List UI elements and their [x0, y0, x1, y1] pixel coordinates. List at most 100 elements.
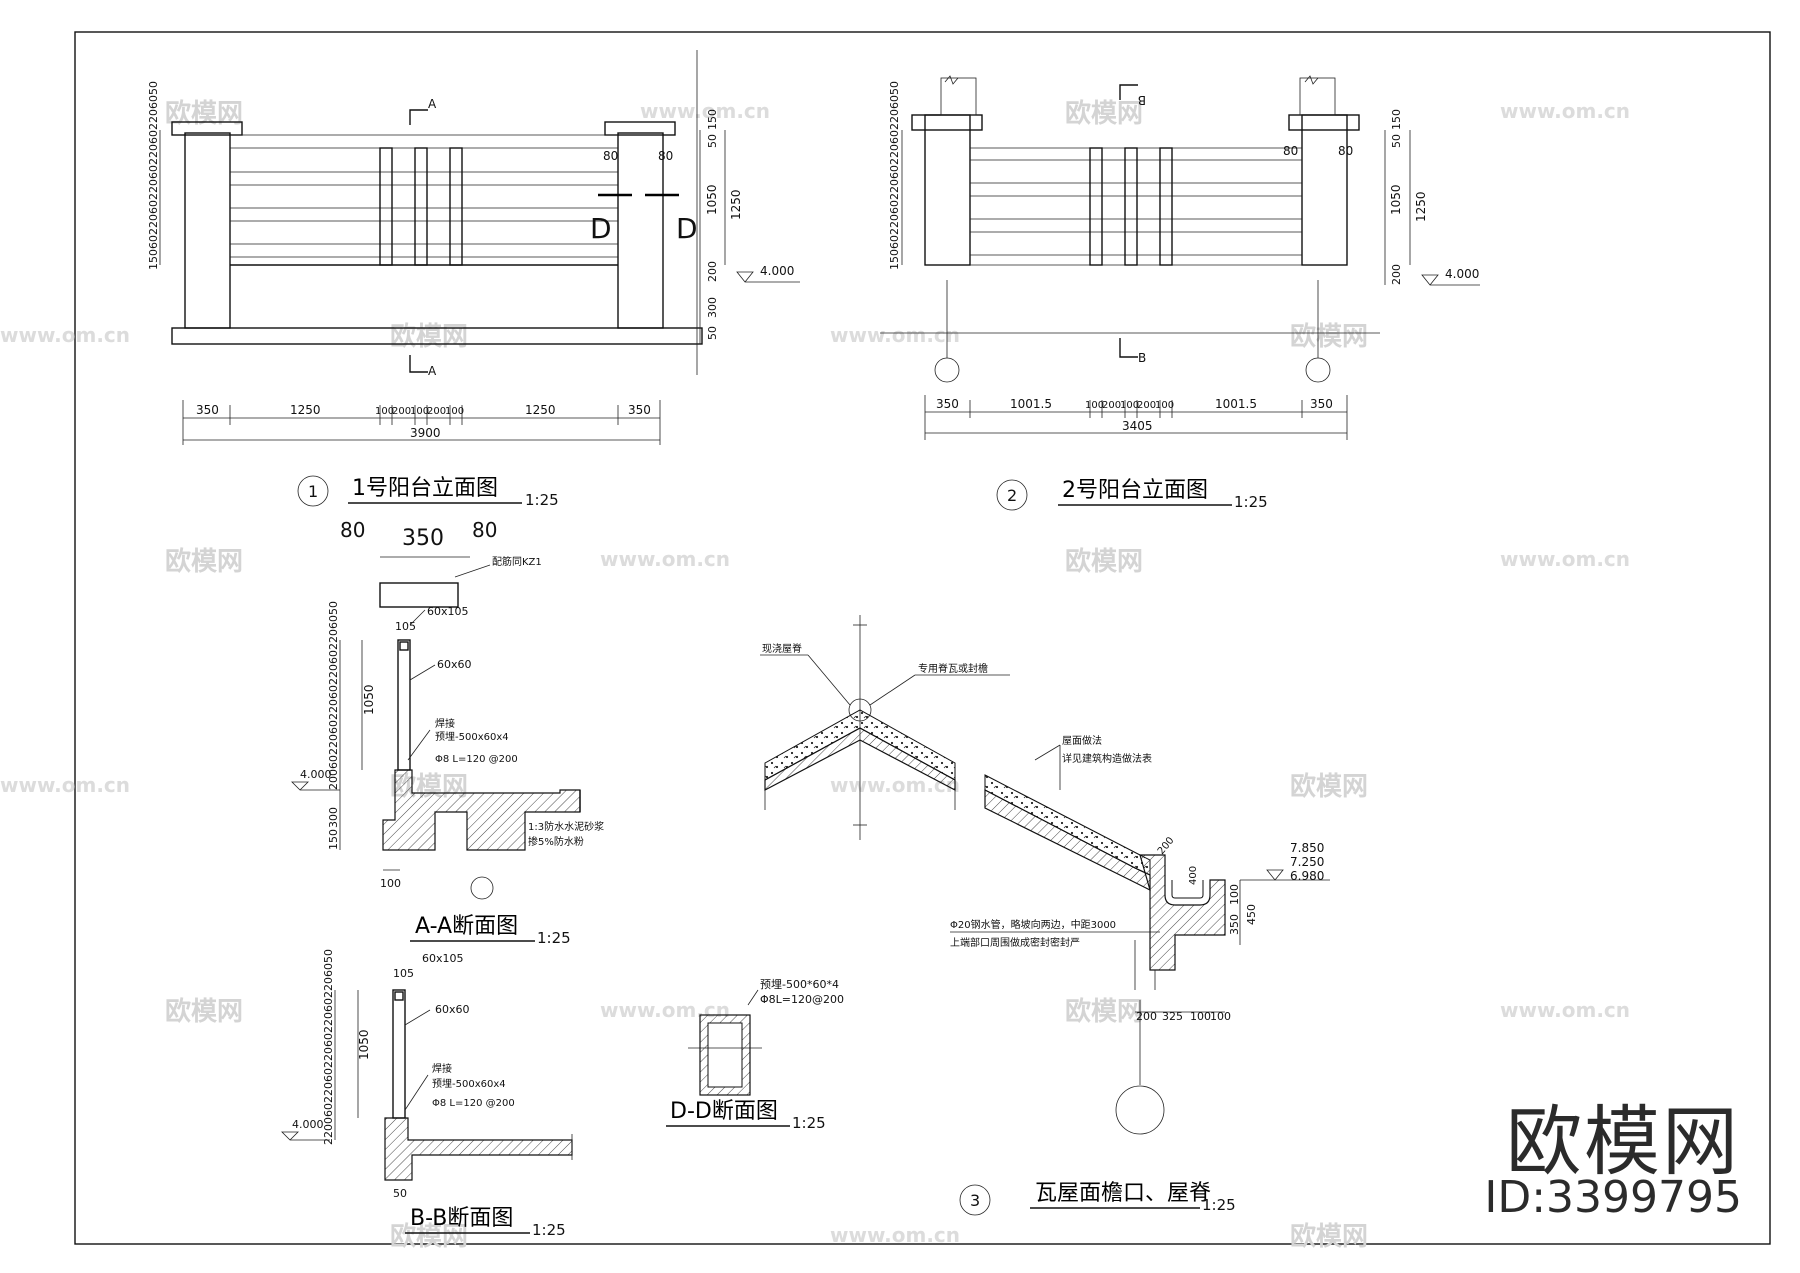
svg-text:50: 50 [1390, 134, 1403, 148]
svg-text:200: 200 [1136, 1010, 1157, 1023]
svg-text:200: 200 [706, 261, 719, 282]
drawing-2-title: 2号阳台立面图 [1062, 478, 1208, 503]
svg-text:1:25: 1:25 [537, 929, 571, 947]
svg-text:Φ8 L=120 @200: Φ8 L=120 @200 [432, 1098, 515, 1109]
svg-text:1001.5: 1001.5 [1215, 397, 1257, 411]
svg-text:80: 80 [472, 518, 497, 542]
svg-text:1250: 1250 [729, 189, 743, 220]
svg-text:4.000: 4.000 [1445, 267, 1479, 281]
svg-text:200: 200 [1390, 264, 1403, 285]
svg-text:预埋-500*60*4: 预埋-500*60*4 [760, 978, 839, 991]
drawing-1-title: 1号阳台立面图 [352, 476, 498, 501]
svg-text:6.980: 6.980 [1290, 869, 1324, 883]
svg-text:100: 100 [1120, 400, 1139, 411]
svg-text:150: 150 [327, 829, 340, 850]
svg-text:150602206022060220602206050: 150602206022060220602206050 [888, 81, 901, 270]
svg-text:100: 100 [375, 406, 394, 417]
svg-text:1:25: 1:25 [792, 1114, 826, 1132]
svg-text:100: 100 [410, 406, 429, 417]
svg-text:B: B [1138, 93, 1146, 107]
svg-text:7.850: 7.850 [1290, 841, 1324, 855]
svg-text:3: 3 [970, 1191, 980, 1210]
svg-text:Φ8 L=120 @200: Φ8 L=120 @200 [435, 754, 518, 765]
svg-text:焊接: 焊接 [432, 1062, 452, 1075]
watermark-brand: 欧模网 [165, 98, 243, 129]
svg-text:60x60: 60x60 [437, 658, 472, 671]
watermark-site: www.om.cn [600, 547, 730, 571]
watermark-site: www.om.cn [830, 1223, 960, 1247]
watermark-brand: 欧模网 [1065, 98, 1143, 129]
watermark-brand: 欧模网 [1290, 321, 1368, 352]
svg-text:1050: 1050 [705, 184, 719, 215]
svg-text:100: 100 [445, 406, 464, 417]
watermark-site: www.om.cn [0, 323, 130, 347]
svg-text:400: 400 [1188, 866, 1199, 885]
svg-text:3900: 3900 [410, 426, 441, 440]
watermark-brand: 欧模网 [1290, 1221, 1368, 1252]
svg-text:200: 200 [1137, 400, 1156, 411]
svg-text:2: 2 [1007, 486, 1017, 505]
svg-text:60x60: 60x60 [435, 1003, 470, 1016]
svg-text:1050: 1050 [1389, 184, 1403, 215]
drawing-1-elevation: A A D D 80 80 15060220602206022060220605… [147, 50, 800, 509]
watermark-site: www.om.cn [1500, 998, 1630, 1022]
svg-text:上端部口周围做成密封密封严: 上端部口周围做成密封密封严 [950, 936, 1080, 949]
watermark-site: www.om.cn [0, 773, 130, 797]
svg-text:300: 300 [706, 297, 719, 318]
brand-logo: 欧模网 [1506, 1097, 1740, 1186]
svg-text:焊接: 焊接 [435, 717, 455, 730]
svg-text:60x105: 60x105 [422, 952, 464, 965]
svg-text:300: 300 [327, 807, 340, 828]
watermark-brand: 欧模网 [1065, 546, 1143, 577]
svg-text:1:3防水水泥砂浆: 1:3防水水泥砂浆 [528, 820, 604, 833]
svg-text:50: 50 [706, 326, 719, 340]
svg-text:专用脊瓦或封檐: 专用脊瓦或封檐 [918, 662, 988, 675]
section-bb-title: B-B断面图 [410, 1206, 513, 1231]
svg-text:350: 350 [936, 397, 959, 411]
drawing-2-elevation: B B 80 80 150602206022060220602206050 50… [880, 75, 1480, 511]
svg-text:200: 200 [427, 406, 446, 417]
svg-text:105: 105 [393, 967, 414, 980]
svg-text:7.250: 7.250 [1290, 855, 1324, 869]
watermark-site: www.om.cn [1500, 547, 1630, 571]
watermark-site: www.om.cn [1500, 99, 1630, 123]
svg-text:1:25: 1:25 [525, 491, 559, 509]
svg-text:1050: 1050 [357, 1029, 371, 1060]
svg-text:350: 350 [196, 403, 219, 417]
svg-text:80: 80 [340, 518, 365, 542]
section-dd: 预埋-500*60*4 Φ8L=120@200 D-D断面图 1:25 [666, 978, 844, 1132]
svg-text:1:25: 1:25 [1202, 1196, 1236, 1214]
svg-text:3405: 3405 [1122, 419, 1153, 433]
section-aa-title: A-A断面图 [415, 914, 518, 939]
watermark-brand: 欧模网 [165, 546, 243, 577]
section-dd-title: D-D断面图 [670, 1099, 778, 1124]
svg-text:150: 150 [1390, 109, 1403, 130]
svg-text:200: 200 [1156, 835, 1177, 857]
watermark-brand: 欧模网 [165, 996, 243, 1027]
svg-text:50: 50 [393, 1187, 407, 1200]
svg-text:A: A [428, 97, 437, 111]
svg-text:200: 200 [1102, 400, 1121, 411]
svg-text:1250: 1250 [1414, 191, 1428, 222]
watermark-brand: 欧模网 [1065, 996, 1143, 1027]
svg-text:A: A [428, 364, 437, 378]
watermark-brand: 欧模网 [390, 1221, 468, 1252]
svg-text:现浇屋脊: 现浇屋脊 [762, 642, 802, 655]
drawing-3-eave-ridge: 现浇屋脊 专用脊瓦或封檐 屋面做法 详见建筑构造做法表 Φ20钢水管，略坡向两边… [760, 615, 1330, 1216]
svg-text:1:25: 1:25 [532, 1221, 566, 1239]
svg-text:D: D [676, 212, 698, 245]
drawing-frame [74, 31, 1771, 1245]
svg-text:1: 1 [308, 482, 318, 501]
svg-text:Φ8L=120@200: Φ8L=120@200 [760, 993, 844, 1006]
watermark-layer: 欧模网 欧模网 www.om.cn www.om.cn 欧模网 欧模网 www.… [0, 98, 1630, 1252]
svg-text:100: 100 [1210, 1010, 1231, 1023]
svg-text:4.000: 4.000 [292, 1118, 324, 1131]
svg-text:配筋同KZ1: 配筋同KZ1 [492, 555, 542, 568]
svg-text:2200602206022060220602206050: 2200602206022060220602206050 [322, 949, 335, 1145]
svg-text:D: D [590, 212, 612, 245]
svg-text:1:25: 1:25 [1234, 493, 1268, 511]
svg-text:预埋-500x60x4: 预埋-500x60x4 [432, 1078, 506, 1090]
watermark-site: www.om.cn [830, 323, 960, 347]
svg-text:100: 100 [1155, 400, 1174, 411]
